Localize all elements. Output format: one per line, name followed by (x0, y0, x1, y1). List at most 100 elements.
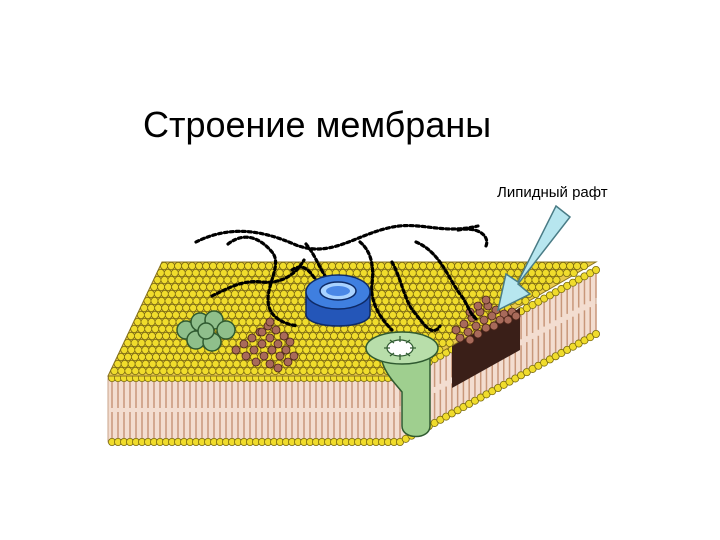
lipid-head (535, 282, 544, 291)
lipid-head (534, 268, 543, 277)
lipid-head (157, 296, 166, 305)
lipid-head (130, 352, 139, 361)
lipid-head (141, 345, 150, 354)
lipid-head (423, 310, 432, 319)
lipid-head (444, 296, 453, 305)
lipid-head (321, 261, 330, 270)
lipid-head (427, 317, 436, 326)
raft-lipid-head (273, 363, 283, 373)
lipid-head (237, 289, 246, 298)
carbohydrate-chain (226, 235, 300, 328)
lipid-head (174, 275, 183, 284)
lipid-head (272, 289, 281, 298)
lipid-head (165, 352, 174, 361)
lipid-head (212, 268, 221, 277)
lipid-head (295, 359, 304, 368)
lipid-head (161, 331, 170, 340)
lipid-head (344, 345, 353, 354)
lipid-head (183, 359, 192, 368)
lipid-head (387, 268, 396, 277)
lipid-head (279, 261, 288, 270)
lipid-head (471, 268, 480, 277)
lipid-head (223, 261, 232, 270)
lipid-head (409, 282, 418, 291)
lipid-head (208, 366, 217, 375)
lipid-head (513, 268, 522, 277)
lipid-head (330, 345, 339, 354)
raft-lipid-head (489, 321, 499, 331)
peripheral-protein-cluster (176, 310, 236, 352)
lipid-head (426, 261, 435, 270)
lipid-head (178, 282, 187, 291)
lipid-head (448, 303, 457, 312)
lipid-head (171, 310, 180, 319)
carbohydrate-chain (414, 240, 480, 322)
raft-lipid-head (265, 359, 275, 369)
lipid-head (164, 282, 173, 291)
lipid-head (233, 268, 242, 277)
lipid-head (163, 268, 172, 277)
lipid-head (259, 303, 268, 312)
lipid-head (140, 303, 149, 312)
lipid-head (299, 366, 308, 375)
lipid-head (140, 331, 149, 340)
lipid-head (171, 282, 180, 291)
raft-lipid-head (473, 329, 483, 339)
lipid-head (120, 359, 129, 368)
lipid-head (273, 303, 282, 312)
lipid-head (493, 282, 502, 291)
lipid-head (454, 275, 463, 284)
lipid-head (538, 275, 547, 284)
lipid-head (194, 366, 203, 375)
lipid-head (388, 282, 397, 291)
lipid-head (531, 289, 540, 298)
lipid-head (192, 296, 201, 305)
lipid-head (445, 338, 454, 347)
lipid-head (192, 282, 201, 291)
lipid-head (252, 303, 261, 312)
lipid-head (284, 324, 293, 333)
lipid-head (154, 331, 163, 340)
lipid-head (178, 296, 187, 305)
lipid-head (199, 282, 208, 291)
lipid-head (165, 338, 174, 347)
lipid-head (158, 338, 167, 347)
raft-lipid-head (479, 315, 489, 325)
lipid-head (340, 352, 349, 361)
transmembrane-protein (365, 331, 439, 438)
lipid-head (124, 366, 133, 375)
lipid-head (144, 352, 153, 361)
lipid-head (248, 310, 257, 319)
lipid-head (359, 268, 368, 277)
lipid-head (395, 296, 404, 305)
lipid-head (436, 268, 445, 277)
lipid-head (465, 282, 474, 291)
lipid-head (375, 324, 384, 333)
lipid-head (255, 296, 264, 305)
lipid-head (258, 289, 267, 298)
lipid-head (176, 359, 185, 368)
raft-lipid-head (259, 351, 269, 361)
lipid-head (168, 331, 177, 340)
raft-lipid-head (481, 323, 491, 333)
lipid-head (164, 296, 173, 305)
lipid-head (295, 345, 304, 354)
lipid-head (262, 310, 271, 319)
lipid-head (199, 296, 208, 305)
lipid-head (155, 345, 164, 354)
lipid-head (147, 331, 156, 340)
lipid-head (385, 303, 394, 312)
lipid-head (531, 275, 540, 284)
lipid-head (195, 261, 204, 270)
raft-lipid-head (231, 345, 241, 355)
lipid-head (420, 303, 429, 312)
lipid-head (419, 261, 428, 270)
lipid-head (391, 289, 400, 298)
lipid-head (392, 317, 401, 326)
lipid-head (133, 317, 142, 326)
lipid-head (337, 345, 346, 354)
lipid-head (265, 261, 274, 270)
lipid-head (204, 359, 213, 368)
lipid-head (327, 366, 336, 375)
lipid-head (478, 268, 487, 277)
